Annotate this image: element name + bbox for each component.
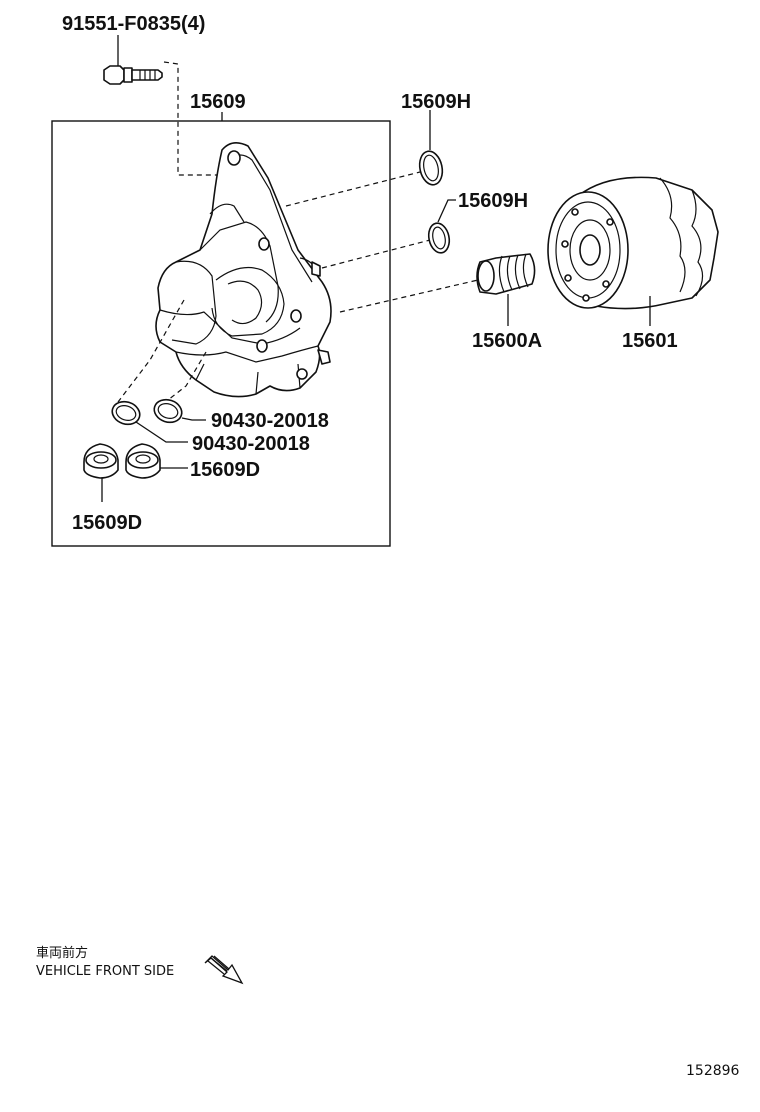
assembly-frame (51, 120, 391, 547)
plug-left-part[interactable] (83, 443, 119, 479)
callout-o-ring-top: 15609H (401, 91, 471, 113)
callout-gasket-right: 90430-20018 (211, 410, 329, 432)
callout-oil-filter: 15601 (622, 330, 678, 352)
direction-note-japanese: 車両前方 (36, 945, 88, 961)
callout-union: 15600A (472, 330, 542, 352)
o-ring-middle-part[interactable] (426, 221, 452, 255)
bolt-part[interactable] (103, 65, 163, 85)
union-bolt-part[interactable] (476, 253, 536, 295)
callout-housing: 15609 (190, 91, 246, 113)
direction-note-english: VEHICLE FRONT SIDE (36, 964, 174, 979)
gasket-left-part[interactable] (109, 398, 142, 428)
o-ring-top-part[interactable] (417, 149, 446, 187)
callout-plug-left: 15609D (72, 512, 142, 534)
callout-bolt: 91551-F0835(4) (62, 13, 205, 35)
gasket-right-part[interactable] (151, 396, 184, 426)
illustration-id: 152896 (686, 1063, 740, 1079)
front-direction-arrow-icon (204, 955, 244, 985)
callout-o-ring-middle: 15609H (458, 190, 528, 212)
oil-filter-part[interactable] (547, 176, 719, 310)
callout-plug-right: 15609D (190, 459, 260, 481)
callout-gasket-left: 90430-20018 (192, 433, 310, 455)
oil-filter-housing-part[interactable] (155, 142, 332, 398)
plug-right-part[interactable] (125, 443, 161, 479)
